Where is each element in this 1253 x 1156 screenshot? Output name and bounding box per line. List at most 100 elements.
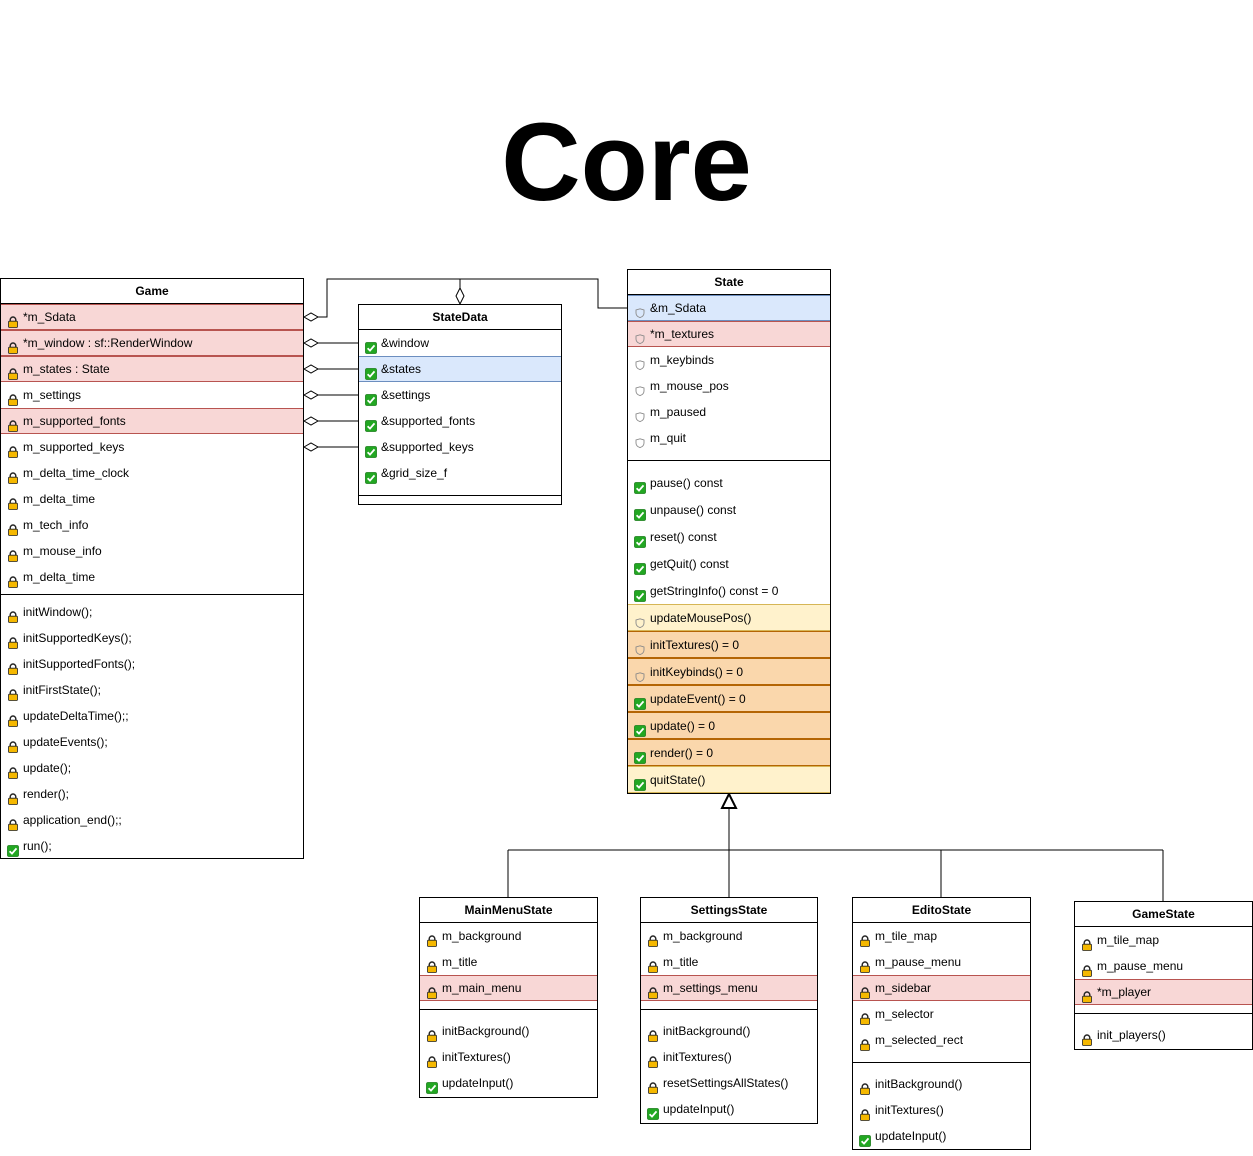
- method-label: initTextures(): [663, 1050, 732, 1064]
- lock-icon: [7, 736, 19, 753]
- lock-icon: [647, 1051, 659, 1068]
- method-row: getStringInfo() const = 0: [628, 577, 830, 604]
- method-label: pause() const: [650, 475, 723, 490]
- lock-icon: [7, 467, 19, 484]
- lock-icon: [647, 1025, 659, 1042]
- class-main-menu-state: MainMenuState m_background m_title m_mai…: [419, 897, 598, 1098]
- lock-icon: [647, 956, 659, 973]
- method-label: quitState(): [650, 772, 706, 787]
- class-state: State &m_Sdata *m_textures m_keybinds m_…: [627, 269, 831, 794]
- method-label: render() = 0: [650, 745, 714, 760]
- method-row: run();: [1, 833, 303, 859]
- aggregation-diamond: [302, 338, 320, 348]
- check-icon: [365, 415, 377, 432]
- lock-icon: [7, 632, 19, 649]
- class-state-name: State: [628, 270, 830, 295]
- lock-icon: [7, 311, 19, 328]
- attribute-label: m_background: [442, 929, 522, 943]
- class-game: Game *m_Sdata *m_window : sf::RenderWind…: [0, 278, 304, 859]
- attribute-label: m_tile_map: [875, 929, 938, 943]
- lock-icon: [7, 415, 19, 432]
- attribute-label: m_delta_time: [23, 492, 96, 506]
- class-game-state-name: GameState: [1075, 902, 1252, 927]
- attribute-label: *m_Sdata: [23, 310, 76, 324]
- attribute-label: &settings: [381, 388, 431, 402]
- attribute-row: &settings: [359, 382, 561, 408]
- lock-icon: [426, 982, 438, 999]
- lock-icon: [7, 441, 19, 458]
- lock-icon: [7, 389, 19, 406]
- check-icon: [426, 1077, 438, 1094]
- aggregation-diamond: [302, 364, 320, 374]
- method-row: initKeybinds() = 0: [628, 658, 830, 685]
- attribute-row: m_title: [420, 949, 597, 975]
- attribute-label: m_tile_map: [1097, 933, 1160, 947]
- method-row: initTextures(): [420, 1044, 597, 1070]
- attribute-row: m_quit: [628, 425, 830, 451]
- method-row: initBackground(): [641, 1018, 817, 1044]
- attribute-label: m_supported_keys: [23, 440, 125, 454]
- attribute-label: &supported_fonts: [381, 414, 476, 428]
- attribute-label: m_mouse_pos: [650, 379, 729, 393]
- attribute-row: m_tile_map: [853, 923, 1030, 949]
- method-row: updateEvents();: [1, 729, 303, 755]
- attribute-row: m_paused: [628, 399, 830, 425]
- method-label: updateInput(): [442, 1076, 514, 1090]
- attribute-row: &m_Sdata: [628, 295, 830, 321]
- attribute-label: m_keybinds: [650, 353, 715, 367]
- method-row: update();: [1, 755, 303, 781]
- class-state-data-methods: [359, 496, 561, 504]
- attribute-row: *m_Sdata: [1, 304, 303, 330]
- attribute-label: m_tech_info: [23, 518, 89, 532]
- attribute-label: m_main_menu: [442, 981, 522, 995]
- attribute-row: m_delta_time: [1, 486, 303, 512]
- shield-icon: [634, 302, 646, 319]
- method-row: updateInput(): [420, 1070, 597, 1096]
- lock-icon: [7, 493, 19, 510]
- check-icon: [634, 747, 646, 764]
- method-row: initSupportedFonts();: [1, 651, 303, 677]
- attribute-row: m_title: [641, 949, 817, 975]
- lock-icon: [7, 606, 19, 623]
- class-game-state-methods: init_players(): [1075, 1014, 1252, 1048]
- attribute-label: *m_textures: [650, 327, 715, 341]
- attribute-label: &supported_keys: [381, 440, 474, 454]
- class-edito-state-name: EditoState: [853, 898, 1030, 923]
- lock-icon: [1081, 960, 1093, 977]
- shield-icon: [634, 380, 646, 397]
- lock-icon: [7, 337, 19, 354]
- shield-icon: [634, 666, 646, 682]
- class-settings-state: SettingsState m_background m_title m_set…: [640, 897, 818, 1124]
- class-edito-state-methods: initBackground() initTextures() updateIn…: [853, 1063, 1030, 1149]
- attribute-label: m_supported_fonts: [23, 414, 126, 428]
- attribute-row: m_delta_time: [1, 564, 303, 590]
- method-label: update();: [23, 761, 72, 775]
- method-row: initTextures(): [853, 1097, 1030, 1123]
- attribute-row: m_background: [641, 923, 817, 949]
- attribute-label: m_mouse_info: [23, 544, 102, 558]
- method-label: initSupportedFonts();: [23, 657, 136, 671]
- lock-icon: [426, 930, 438, 947]
- method-label: resetSettingsAllStates(): [663, 1076, 789, 1090]
- method-label: getQuit() const: [650, 556, 729, 571]
- method-row: initBackground(): [853, 1071, 1030, 1097]
- attribute-row: m_delta_time_clock: [1, 460, 303, 486]
- lock-icon: [859, 1078, 871, 1095]
- method-row: updateEvent() = 0: [628, 685, 830, 712]
- method-label: initWindow();: [23, 605, 93, 619]
- diagram-title: Core: [501, 101, 752, 224]
- inheritance-arrowhead: [720, 791, 738, 809]
- attribute-label: &m_Sdata: [650, 301, 707, 315]
- lock-icon: [7, 658, 19, 675]
- method-label: updateEvent() = 0: [650, 691, 746, 706]
- attribute-label: m_pause_menu: [875, 955, 962, 969]
- attribute-row: m_tech_info: [1, 512, 303, 538]
- lock-icon: [859, 930, 871, 947]
- attribute-label: m_states : State: [23, 362, 110, 376]
- attribute-label: m_title: [442, 955, 478, 969]
- class-edito-state: EditoState m_tile_map m_pause_menu m_sid…: [852, 897, 1031, 1150]
- check-icon: [634, 504, 646, 521]
- check-icon: [365, 363, 377, 380]
- check-icon: [634, 558, 646, 575]
